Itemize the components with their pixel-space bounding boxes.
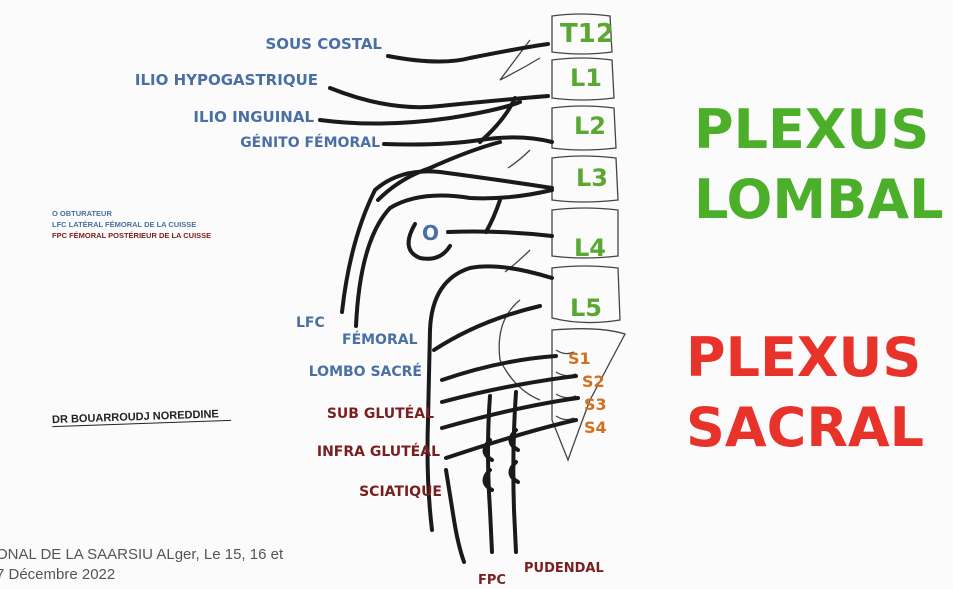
nerve-sciatique	[446, 470, 464, 562]
label-femoral: FÉMORAL	[342, 331, 418, 348]
caption-line-1: ONAL DE LA SAARSIU ALger, Le 15, 16 et	[0, 545, 416, 565]
title-plexus-lombal-2: LOMBAL	[694, 168, 944, 231]
label-genito-femoral: GÉNITO FÉMORAL	[240, 134, 380, 151]
spine	[499, 14, 625, 460]
title-plexus-sacral-2: SACRAL	[686, 396, 924, 459]
label-s4: S4	[584, 418, 607, 437]
label-pudendal: PUDENDAL	[524, 561, 604, 576]
label-fpc: FPC	[478, 573, 506, 588]
label-sous-costal: SOUS COSTAL	[265, 35, 382, 53]
nerve-genito-femoral	[384, 137, 552, 144]
legend-fpc: FPC FÉMORAL POSTÉRIEUR DE LA CUISSE	[52, 230, 211, 241]
nerve-l3-obturateur-link	[486, 200, 500, 232]
title-plexus-lombal-1: PLEXUS	[694, 98, 929, 161]
nerve-lfc	[342, 171, 552, 312]
label-s3: S3	[584, 395, 607, 414]
nerve-s1	[442, 356, 556, 380]
legend-lfc: LFC LATÉRAL FÉMORAL DE LA CUISSE	[52, 219, 211, 230]
label-l3: L3	[576, 164, 608, 192]
label-infra-gluteal: INFRA GLUTÉAL	[317, 443, 440, 460]
nerve-trunk-lumbosacral	[434, 306, 540, 350]
spinous-process-2	[508, 150, 530, 168]
nerve-pudendal	[513, 392, 516, 552]
label-lfc: LFC	[296, 315, 325, 331]
label-l4: L4	[574, 234, 606, 262]
label-t12: T12	[560, 19, 614, 49]
label-l1: L1	[570, 64, 602, 92]
label-sub-gluteal: SUB GLUTÉAL	[327, 405, 434, 422]
section-titles: PLEXUS LOMBAL PLEXUS SACRAL	[686, 98, 944, 459]
legend: O OBTURATEUR LFC LATÉRAL FÉMORAL DE LA C…	[52, 208, 211, 241]
label-sciatique: SCIATIQUE	[359, 484, 442, 500]
label-lombo-sacre: LOMBO SACRÉ	[309, 363, 422, 380]
nerve-s2	[442, 376, 576, 402]
vertebra-labels: T12 L1 L2 L3 L4 L5 S1 S2 S3 S4	[560, 19, 614, 437]
label-l2: L2	[574, 112, 606, 140]
nerve-sous-costal	[388, 44, 548, 62]
label-ilio-hypogastrique: ILIO HYPOGASTRIQUE	[135, 71, 318, 89]
nerve-obturateur	[448, 232, 552, 237]
caption-line-2: 7 Décembre 2022	[0, 565, 416, 585]
label-s1: S1	[568, 349, 591, 368]
label-ilio-inguinal: ILIO INGUINAL	[193, 108, 314, 126]
caption-overlay: ONAL DE LA SAARSIU ALger, Le 15, 16 et 7…	[0, 545, 416, 585]
legend-obturateur: O OBTURATEUR	[52, 208, 211, 219]
label-obturateur-marker: O	[422, 221, 439, 245]
title-plexus-sacral-1: PLEXUS	[686, 326, 921, 389]
label-s2: S2	[582, 372, 605, 391]
nerve-l1-l2-connector	[480, 98, 515, 142]
label-l5: L5	[570, 294, 602, 322]
